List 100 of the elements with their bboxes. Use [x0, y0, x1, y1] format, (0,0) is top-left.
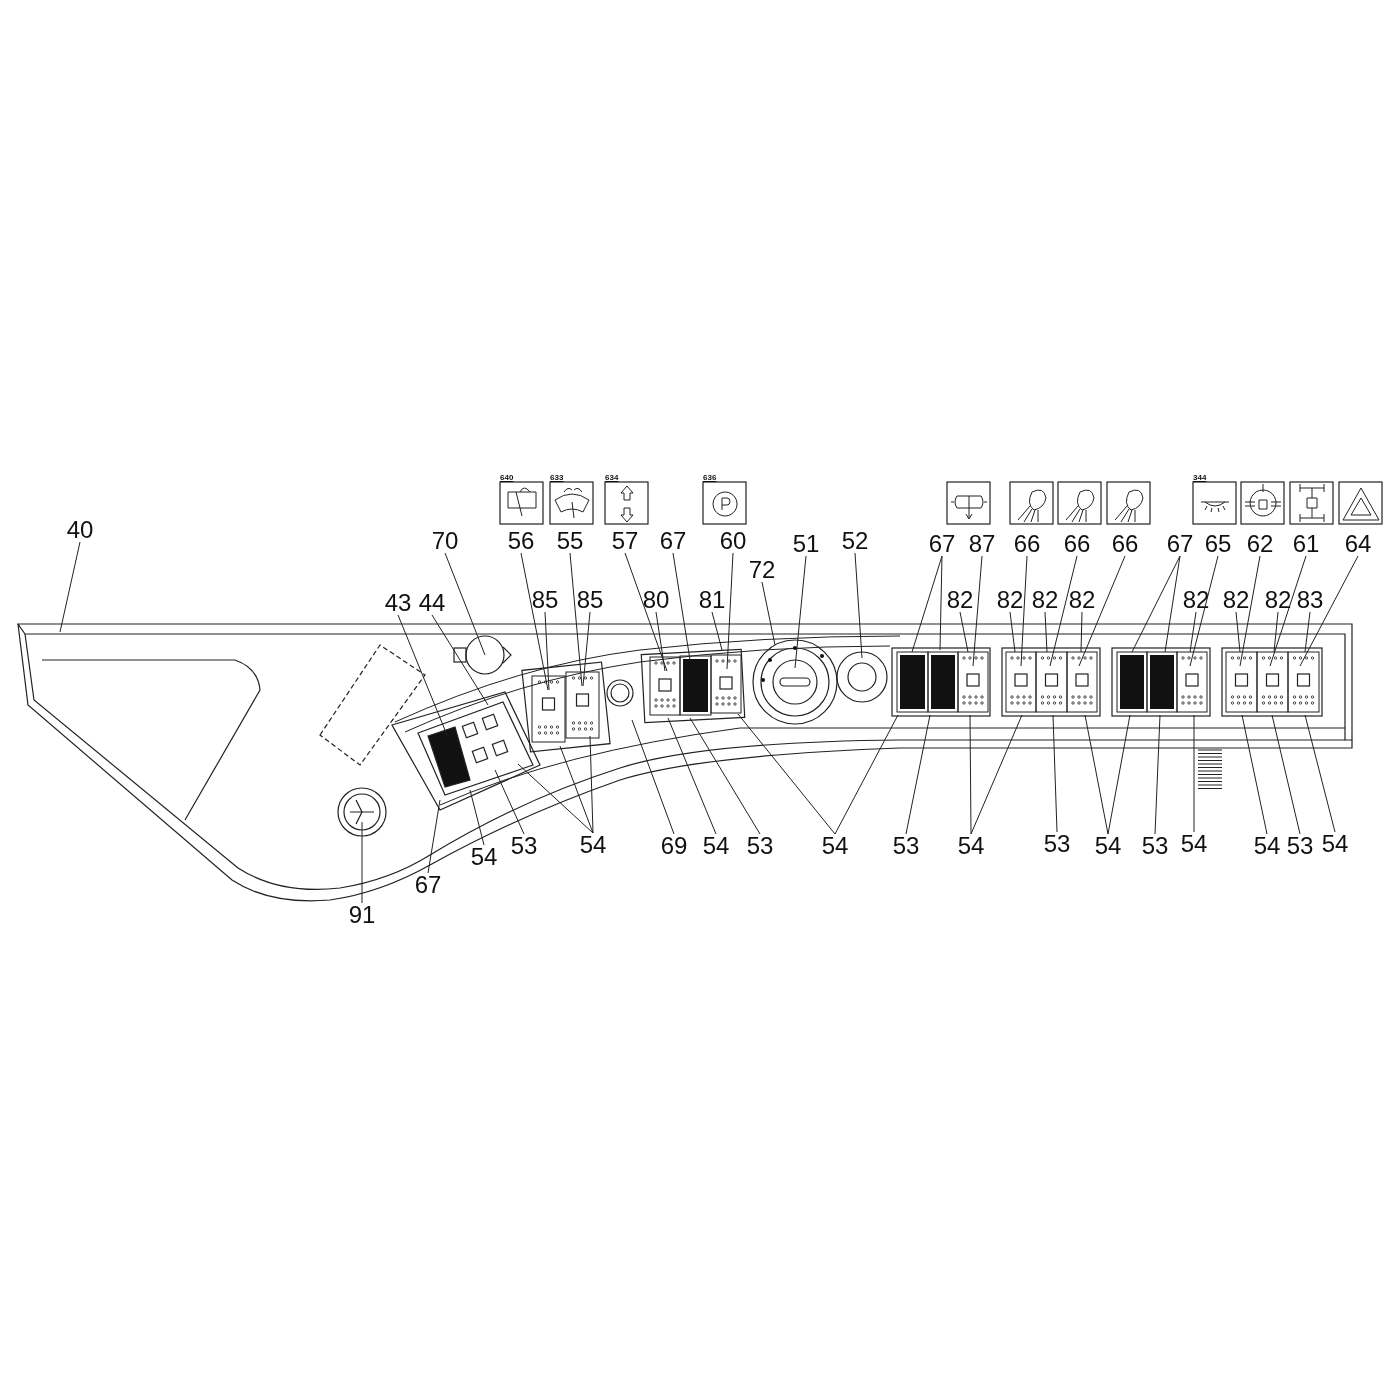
- leader-line: [397, 614, 448, 736]
- leader-line: [1235, 611, 1241, 653]
- leader-line: [1009, 611, 1016, 653]
- callout-number: 53: [891, 834, 921, 858]
- callout-number: 82: [945, 588, 975, 612]
- callout-number: 80: [641, 588, 671, 612]
- callout-number: 44: [417, 591, 447, 615]
- leader-line: [1052, 714, 1058, 833]
- leader-line: [431, 614, 489, 706]
- leader-line: [1299, 555, 1359, 667]
- leader-line: [1273, 611, 1279, 653]
- leader-line: [672, 552, 691, 661]
- leader-line: [517, 763, 594, 834]
- leader-line: [569, 552, 583, 687]
- leader-line: [655, 611, 666, 672]
- callout-number: 56: [506, 529, 536, 553]
- callout-number: 70: [430, 529, 460, 553]
- symbol-code: 633: [550, 473, 564, 482]
- callout-number: 67: [927, 532, 957, 556]
- callout-number: 54: [1093, 834, 1123, 858]
- callout-number: 52: [840, 529, 870, 553]
- callout-number: 53: [1285, 834, 1315, 858]
- callout-number: 55: [555, 529, 585, 553]
- leader-line: [1164, 555, 1181, 653]
- leader-line: [1239, 555, 1261, 667]
- leader-line: [794, 555, 807, 669]
- leader-line: [444, 552, 486, 656]
- callout-number: 81: [697, 588, 727, 612]
- leader-line: [1241, 714, 1268, 835]
- leader-line: [969, 714, 972, 835]
- leader-line: [559, 745, 594, 834]
- leader-line: [1044, 611, 1048, 653]
- leader-line: [761, 581, 776, 646]
- callout-number: 67: [413, 873, 443, 897]
- callout-number: 91: [347, 903, 377, 927]
- callout-number: 66: [1062, 532, 1092, 556]
- callout-number: 82: [995, 588, 1025, 612]
- leader-line: [59, 541, 81, 633]
- leader-line: [469, 789, 485, 846]
- leader-line: [667, 717, 717, 835]
- callout-number: 82: [1263, 588, 1293, 612]
- callout-number: 82: [1030, 588, 1060, 612]
- leader-line: [737, 713, 836, 835]
- callout-number: 54: [578, 833, 608, 857]
- callout-number: 87: [967, 532, 997, 556]
- callout-number: 82: [1221, 588, 1251, 612]
- callout-number: 64: [1343, 532, 1373, 556]
- callout-number: 66: [1012, 532, 1042, 556]
- leader-line: [582, 611, 591, 687]
- leader-line: [905, 714, 931, 835]
- leader-line: [689, 717, 761, 835]
- leader-line: [1084, 714, 1109, 835]
- leader-line: [1269, 555, 1307, 667]
- callout-number: 53: [1140, 834, 1170, 858]
- callout-number: 40: [65, 518, 95, 542]
- callout-number: 53: [509, 834, 539, 858]
- callout-number: 53: [1042, 832, 1072, 856]
- leader-line: [970, 714, 1023, 835]
- leader-line: [361, 821, 363, 904]
- callout-number: 54: [1252, 834, 1282, 858]
- leader-line: [1304, 714, 1336, 833]
- leader-line: [1189, 611, 1197, 653]
- leader-line: [1080, 611, 1083, 653]
- callout-number: 83: [1295, 588, 1325, 612]
- leader-line: [1078, 555, 1126, 667]
- leader-line: [1189, 555, 1219, 667]
- leader-line: [631, 719, 675, 835]
- callout-number: 61: [1291, 532, 1321, 556]
- callout-number: 65: [1203, 532, 1233, 556]
- leader-line: [1020, 555, 1028, 667]
- callout-number: 85: [575, 588, 605, 612]
- callout-number: 82: [1067, 588, 1097, 612]
- symbol-code: 634: [605, 473, 619, 482]
- leader-line: [1154, 714, 1161, 835]
- callout-number: 72: [747, 558, 777, 582]
- callout-number: 67: [1165, 532, 1195, 556]
- callout-number: 60: [718, 529, 748, 553]
- callout-number: 67: [658, 529, 688, 553]
- callout-number: 53: [745, 834, 775, 858]
- leader-line: [1193, 714, 1195, 833]
- leader-line: [1131, 555, 1181, 653]
- symbol-code: 344: [1193, 473, 1207, 482]
- callout-number: 57: [610, 529, 640, 553]
- leader-line: [972, 555, 983, 667]
- leader-line: [1107, 714, 1131, 835]
- leader-line: [520, 552, 549, 691]
- callout-number: 85: [530, 588, 560, 612]
- leader-line: [726, 552, 734, 670]
- leader-line: [544, 611, 550, 691]
- symbol-code: 636: [703, 473, 717, 482]
- callout-number: 43: [383, 591, 413, 615]
- callout-number: 82: [1181, 588, 1211, 612]
- callout-number: 69: [659, 834, 689, 858]
- leader-line: [1304, 611, 1311, 653]
- callout-number: 51: [791, 532, 821, 556]
- callout-number: 54: [1179, 832, 1209, 856]
- leader-line: [854, 552, 863, 659]
- leader-line: [1271, 714, 1301, 835]
- callout-number: 66: [1110, 532, 1140, 556]
- callout-number: 54: [701, 834, 731, 858]
